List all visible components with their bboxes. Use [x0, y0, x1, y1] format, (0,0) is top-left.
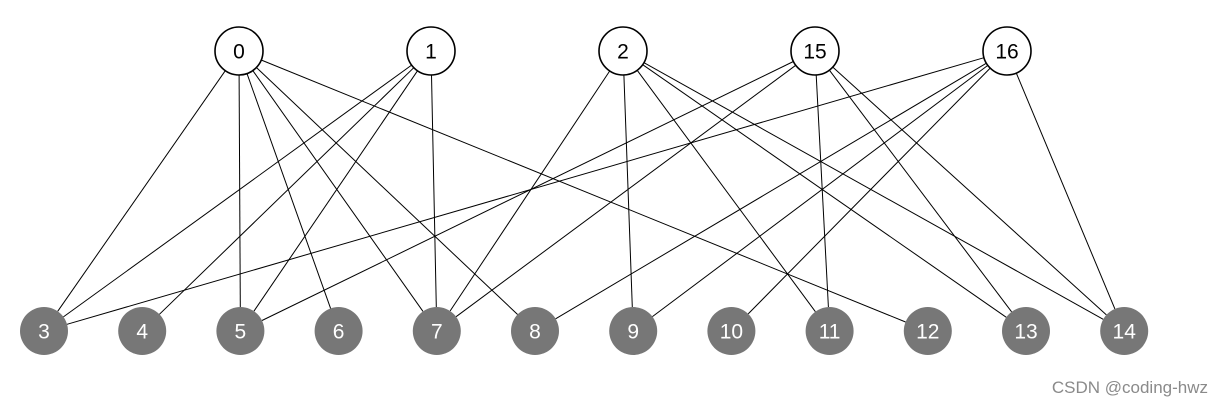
node-0: 0: [214, 26, 264, 76]
edge-15-14: [832, 66, 1107, 316]
node-circle: [707, 307, 756, 355]
node-circle: [598, 26, 648, 76]
edge-16-10: [747, 67, 991, 315]
node-circle: [982, 26, 1032, 76]
node-12: 12: [903, 307, 952, 355]
edge-1-5: [253, 70, 418, 312]
edge-0-5: [238, 74, 241, 308]
edge-1-7: [431, 74, 437, 308]
node-label: 13: [1014, 321, 1037, 344]
node-label: 12: [916, 321, 939, 344]
node-circle: [1002, 307, 1050, 355]
edge-0-6: [246, 73, 332, 309]
node-label: 14: [1113, 321, 1137, 344]
node-label: 6: [333, 321, 345, 344]
node-circle: [1100, 307, 1149, 355]
edge-16-3: [66, 57, 985, 325]
node-label: 4: [136, 321, 148, 344]
edge-16-9: [652, 64, 989, 318]
node-circle: [412, 307, 461, 355]
edge-2-11: [636, 70, 816, 312]
watermark: CSDN @coding-hwz: [1051, 378, 1208, 397]
node-16: 16: [982, 26, 1032, 76]
node-2: 2: [598, 26, 648, 76]
edge-2-7: [449, 70, 611, 312]
node-1: 1: [406, 26, 456, 76]
node-14: 14: [1100, 307, 1149, 355]
edge-15-11: [815, 74, 829, 308]
node-9: 9: [609, 307, 658, 355]
node-circle: [805, 307, 854, 355]
edge-0-8: [256, 67, 518, 315]
bottom-nodes-layer: 3 4 5 6 7 8 9 10 11 12 13 14: [20, 307, 1149, 355]
edge-0-3: [57, 70, 226, 312]
node-label: 5: [235, 321, 247, 344]
edge-2-9: [623, 74, 633, 308]
edge-15-13: [829, 69, 1012, 313]
node-circle: [511, 307, 559, 355]
edge-15-5: [261, 61, 794, 321]
node-circle: [216, 307, 265, 355]
node-circle: [118, 307, 167, 355]
node-6: 6: [314, 307, 363, 355]
edge-16-14: [1015, 72, 1116, 310]
node-label: 2: [617, 41, 629, 64]
node-label: 0: [233, 41, 245, 64]
node-circle: [314, 307, 363, 355]
node-11: 11: [805, 307, 854, 355]
edge-16-8: [555, 62, 987, 320]
node-4: 4: [118, 307, 167, 355]
node-3: 3: [20, 307, 68, 355]
top-nodes-layer: 0 1 2 15 16: [214, 26, 1032, 76]
node-circle: [903, 307, 952, 355]
node-7: 7: [412, 307, 461, 355]
node-13: 13: [1002, 307, 1050, 355]
node-circle: [20, 307, 68, 355]
node-label: 10: [720, 321, 743, 344]
edge-2-14: [643, 62, 1104, 320]
node-label: 1: [425, 41, 437, 64]
node-5: 5: [216, 307, 265, 355]
node-circle: [790, 26, 840, 76]
edge-0-12: [261, 59, 906, 323]
node-label: 16: [995, 41, 1018, 64]
node-label: 8: [529, 321, 541, 344]
node-label: 11: [819, 321, 841, 344]
node-circle: [214, 26, 264, 76]
edges-layer: [57, 57, 1116, 325]
node-15: 15: [790, 26, 840, 76]
node-label: 3: [38, 321, 50, 344]
edge-15-7: [455, 64, 796, 318]
node-circle: [609, 307, 658, 355]
node-8: 8: [511, 307, 559, 355]
node-10: 10: [707, 307, 756, 355]
edge-1-4: [159, 67, 415, 315]
node-label: 15: [803, 41, 826, 64]
edge-2-13: [642, 64, 1007, 318]
edge-0-7: [252, 70, 424, 312]
node-label: 7: [431, 321, 443, 344]
node-circle: [406, 26, 456, 76]
node-label: 9: [627, 321, 639, 344]
edge-1-3: [63, 64, 412, 318]
